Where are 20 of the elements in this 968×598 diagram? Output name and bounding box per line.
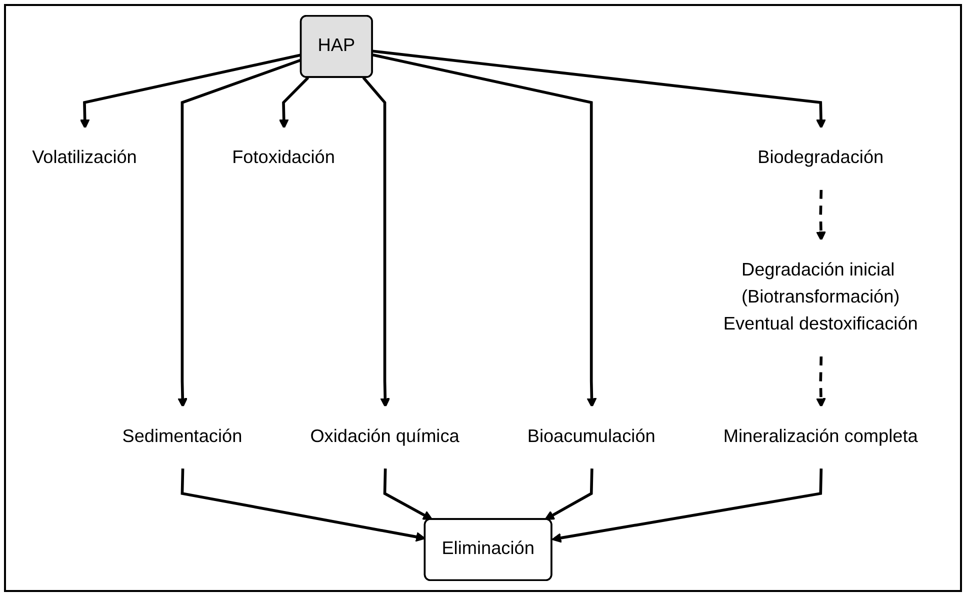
node-text: Sedimentación [122,427,242,446]
arrow [80,54,302,130]
node-text: Fotoxidación [232,148,335,168]
node-text: Oxidación química [310,427,460,446]
arrow [383,468,433,520]
arrow [816,356,826,408]
node-text: Bioacumulación [527,427,656,446]
arrow [372,53,597,408]
arrow [544,468,594,520]
arrow [180,468,426,542]
node-text: Biodegradación [758,148,884,168]
arrow [552,468,823,543]
node-text: Degradación inicial (Biotransformación) Eventual destoxificación [723,260,918,334]
arrow [362,76,390,408]
arrow [178,58,302,408]
arrow [816,190,826,242]
node-text: Mineralización completa [723,427,918,446]
arrow [372,50,826,130]
node-text: Volatilización [32,148,137,168]
arrow [278,76,310,130]
